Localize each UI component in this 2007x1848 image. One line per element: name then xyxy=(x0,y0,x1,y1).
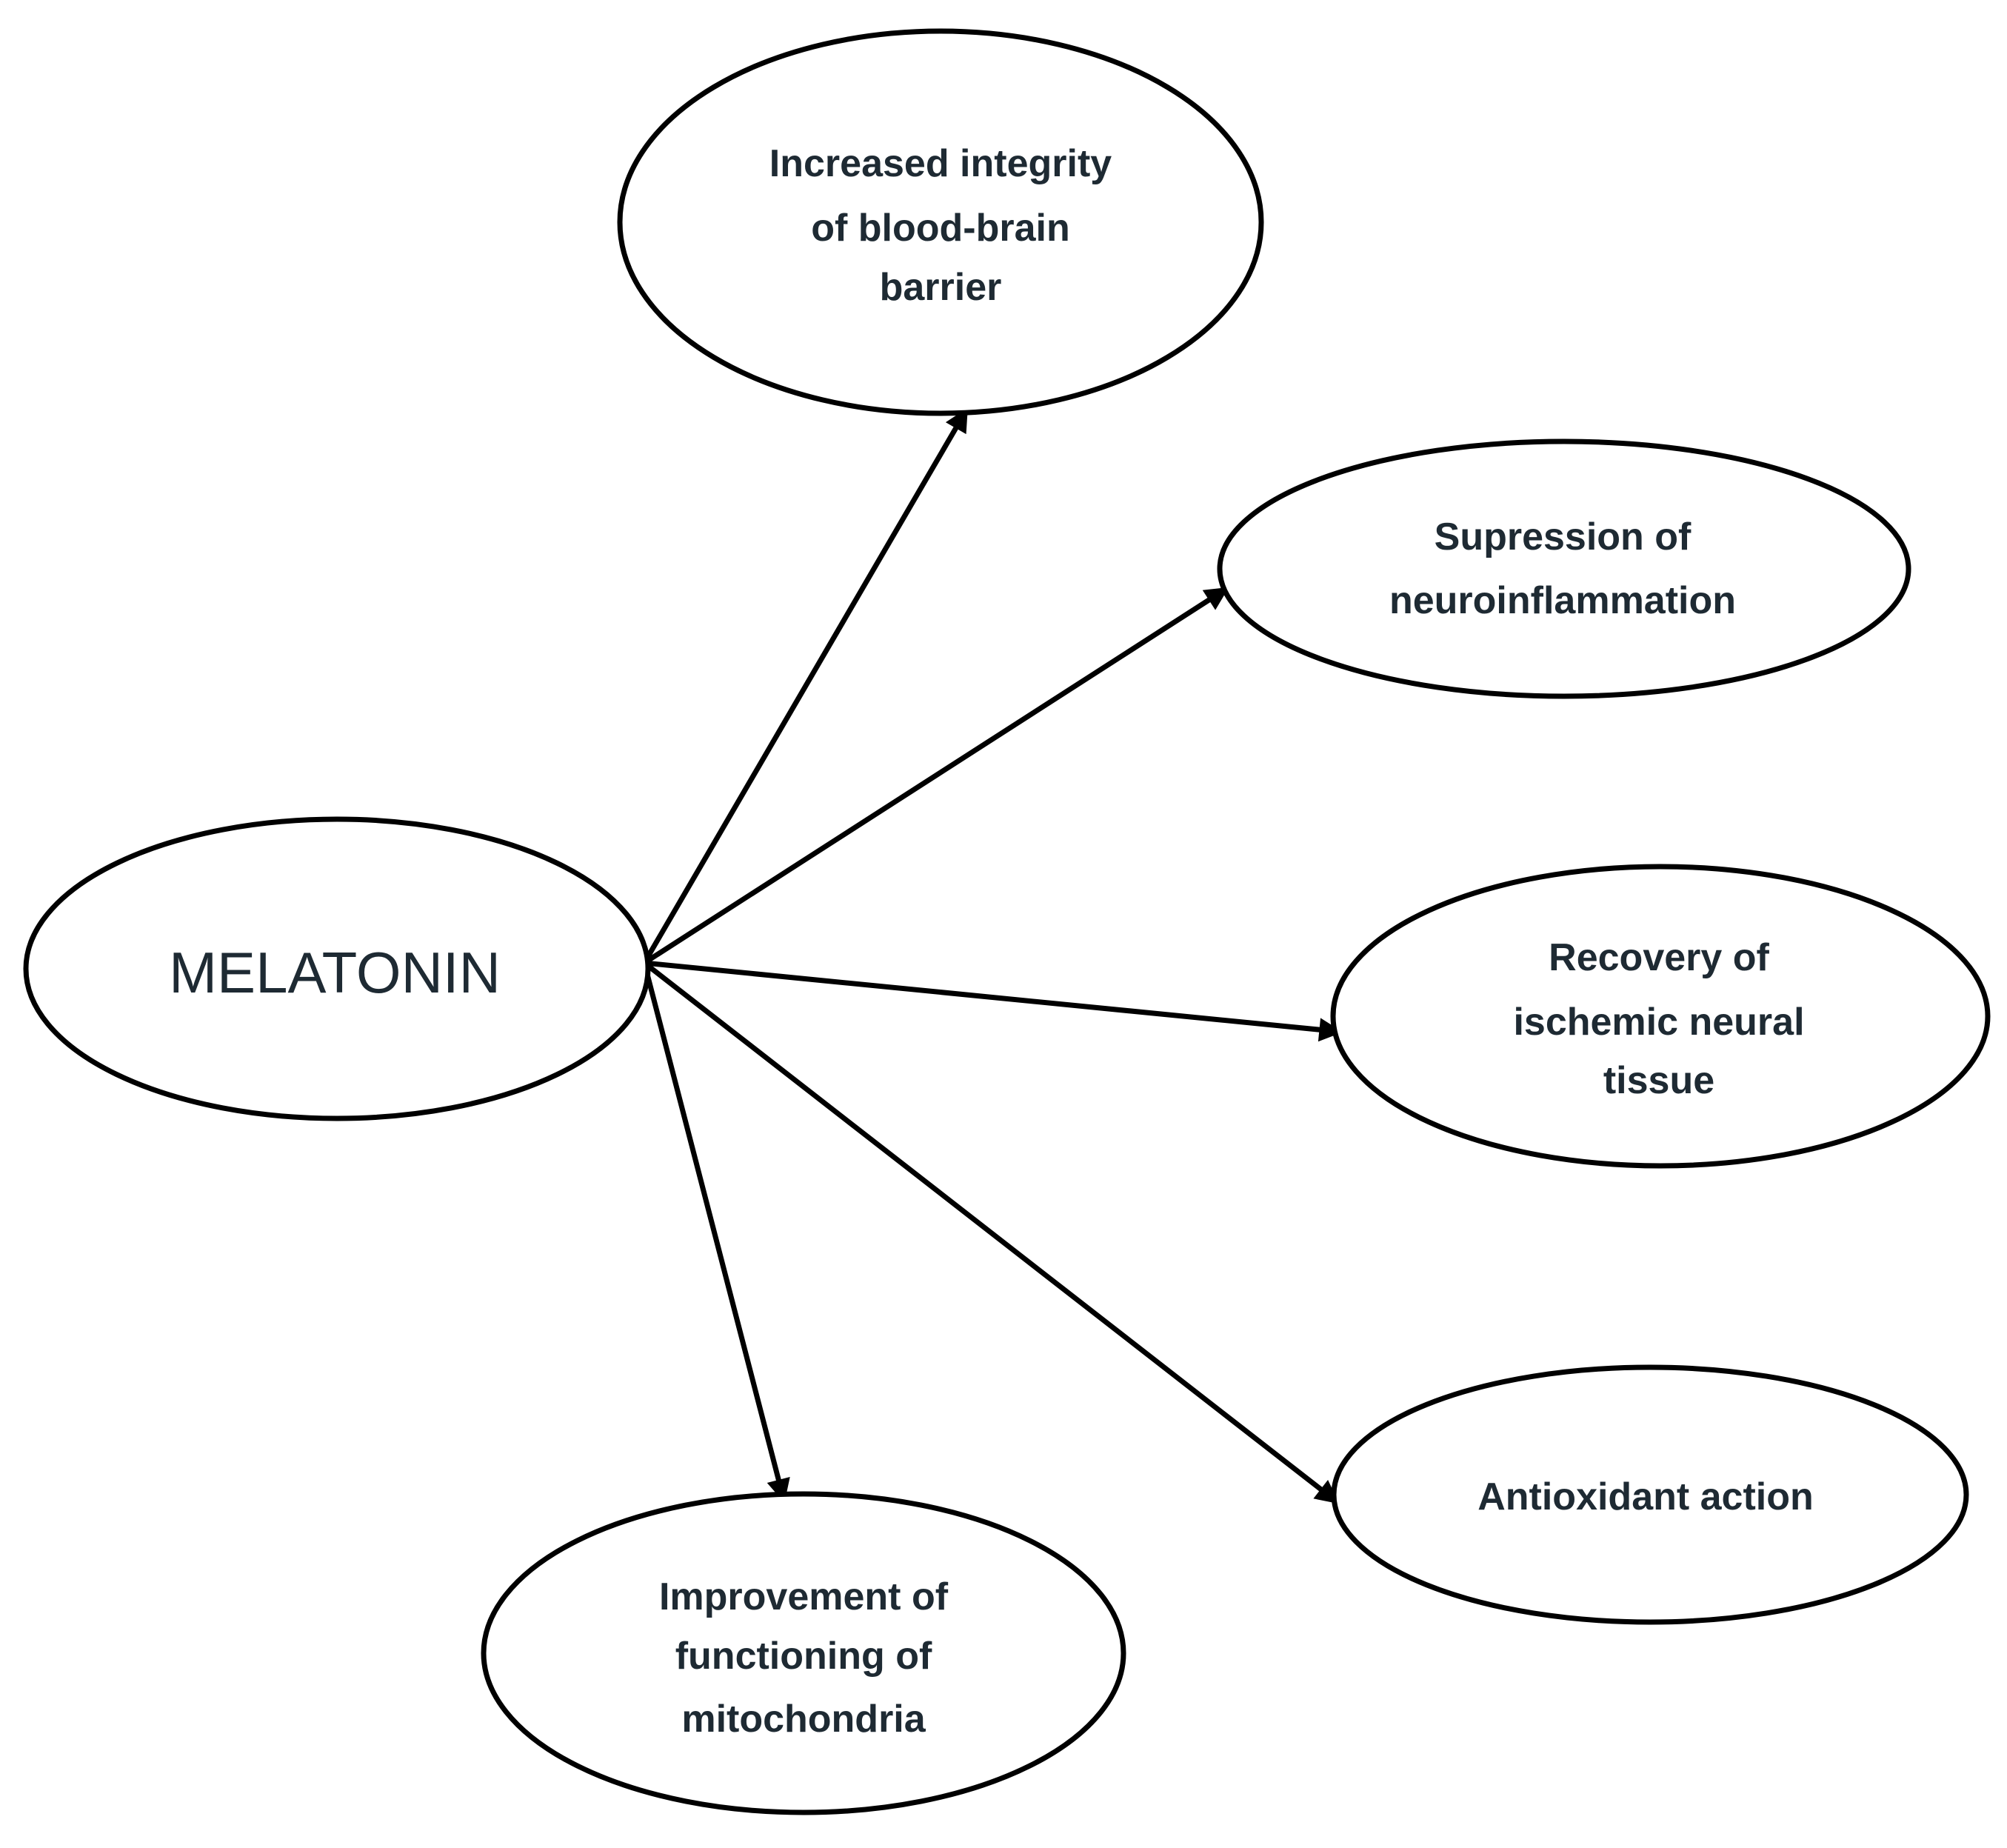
arrows xyxy=(641,407,1343,1504)
effect-bbb-line-2: of blood-brain xyxy=(811,207,1069,250)
melatonin-node: MELATONIN xyxy=(23,816,651,1121)
arrow-to-neuroinflammation xyxy=(643,587,1229,965)
melatonin-label: MELATONIN xyxy=(169,940,501,1005)
effect-mitochondria-line-2: functioning of xyxy=(675,1635,932,1678)
effect-mitochondria-line-1: Improvement of xyxy=(659,1575,949,1618)
arrow-to-ischemic xyxy=(644,960,1343,1042)
effect-bbb-line-1: Increased integrity xyxy=(769,142,1112,185)
arrow-to-mitochondria xyxy=(641,962,790,1503)
effect-node-neuroinflammation: Supression of neuroinflammation xyxy=(1217,438,1911,699)
effect-ischemic-line-2: ischemic neural xyxy=(1513,1001,1804,1044)
effect-neuroinflammation-line-2: neuroinflammation xyxy=(1389,579,1736,622)
effect-node-ischemic: Recovery of ischemic neural tissue xyxy=(1330,864,1991,1169)
effect-ischemic-line-1: Recovery of xyxy=(1549,936,1769,979)
arrow-to-antioxidant xyxy=(642,961,1340,1504)
effect-ischemic-line-3: tissue xyxy=(1603,1059,1714,1102)
effect-node-bbb: Increased integrity of blood-brain barri… xyxy=(617,28,1264,416)
effect-node-antioxidant: Antioxidant action xyxy=(1331,1364,1969,1625)
arrow-to-bbb xyxy=(641,407,968,964)
effect-mitochondria-line-3: mitochondria xyxy=(681,1698,926,1741)
effect-bbb-line-3: barrier xyxy=(880,266,1002,309)
effect-node-mitochondria: Improvement of functioning of mitochondr… xyxy=(481,1491,1126,1815)
effect-antioxidant-line-1: Antioxidant action xyxy=(1477,1475,1814,1518)
effect-neuroinflammation-line-1: Supression of xyxy=(1435,516,1692,558)
